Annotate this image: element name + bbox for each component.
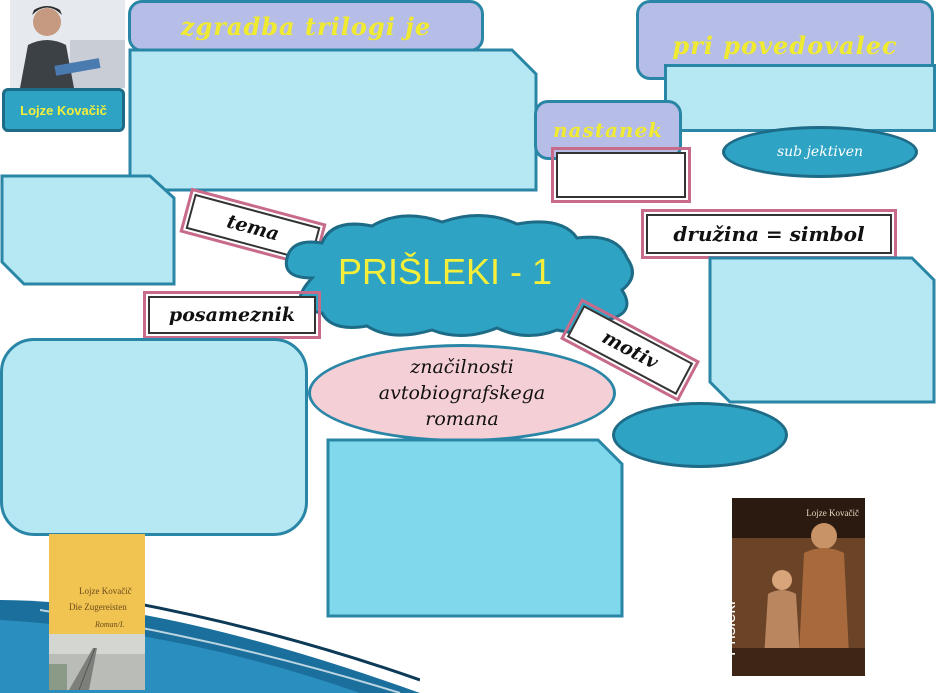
left-box[interactable] (0, 172, 178, 288)
origin-header-text: nastanek (552, 118, 664, 142)
title-cloud (284, 213, 634, 338)
narrator-box[interactable] (664, 64, 936, 132)
subjective-oval: sub jektiven (722, 126, 918, 178)
features-oval: značilnosti avtobiografskega romana (308, 344, 616, 442)
structure-box[interactable] (126, 46, 540, 194)
individual-tag-text: posameznik (168, 304, 296, 326)
family-tag: družina = simbol (641, 209, 897, 259)
structure-header-text: zgradba trilogi je (180, 11, 432, 41)
right-box[interactable] (706, 254, 936, 406)
book-cover-left: Lojze Kovačič Die Zugereisten Roman/I. (49, 534, 145, 690)
origin-box[interactable] (551, 147, 691, 203)
features-box-center[interactable] (324, 436, 626, 620)
narrator-header-text: pri povedovalec (672, 31, 898, 60)
book-cover-right: Lojze Kovačič Prišleki (732, 498, 865, 676)
book-right-author: Lojze Kovačič (806, 508, 859, 518)
family-tag-text: družina = simbol (673, 222, 865, 246)
origin-header: nastanek (534, 100, 682, 160)
motif-oval[interactable] (612, 402, 788, 468)
book-left-subtitle: Roman/I. (95, 620, 125, 629)
motif-tag-text: motiv (598, 326, 662, 374)
author-label: Lojze Kovačič (2, 88, 125, 132)
author-photo (10, 0, 125, 88)
structure-header: zgradba trilogi je (128, 0, 484, 52)
book-right-title: Prišleki (732, 601, 739, 656)
individual-tag: posameznik (143, 291, 321, 339)
author-label-text: Lojze Kovačič (20, 102, 107, 118)
features-box-left[interactable] (0, 338, 308, 536)
page-title-text: PRIŠLEKI - 1 (337, 251, 553, 292)
features-oval-text: značilnosti avtobiografskega romana (378, 356, 546, 430)
book-left-author: Lojze Kovačič (79, 586, 132, 596)
page-title: PRIŠLEKI - 1 (300, 248, 590, 296)
book-left-title: Die Zugereisten (69, 602, 127, 612)
subjective-oval-text: sub jektiven (776, 144, 864, 160)
